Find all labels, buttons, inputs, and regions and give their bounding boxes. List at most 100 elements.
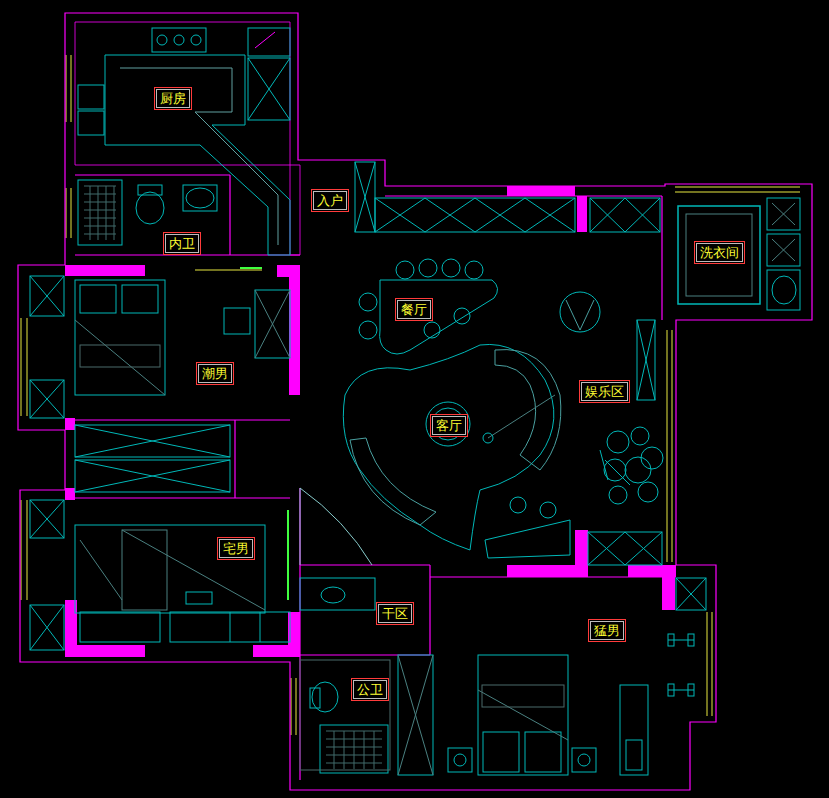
bed: [668, 684, 674, 696]
wall-line: [300, 564, 430, 565]
bed: [525, 732, 561, 772]
wall-line: [75, 419, 290, 420]
bed: [122, 530, 167, 610]
bed: [186, 592, 212, 604]
bathroom-fixture: [310, 688, 320, 708]
living-furniture: [359, 321, 377, 339]
living-furniture: [510, 497, 526, 513]
cabinet: [355, 162, 375, 232]
wall-solid: [289, 265, 300, 395]
bed: [30, 605, 64, 650]
bed: [454, 754, 466, 766]
bathroom-fixture: [320, 725, 388, 773]
bed: [30, 500, 64, 538]
bed: [398, 655, 433, 775]
wall-solid: [507, 565, 575, 577]
bathroom-fixture: [300, 660, 390, 770]
wall-solid: [65, 488, 75, 500]
bed: [578, 754, 590, 766]
cabinet: [590, 198, 660, 232]
wall-solid: [577, 196, 587, 232]
bed: [30, 276, 64, 316]
room-name: 干区: [382, 606, 408, 621]
bed: [75, 525, 265, 613]
cabinet: [590, 198, 660, 232]
laundry-fixture: [678, 206, 760, 304]
wall-line: [18, 13, 812, 790]
living-furniture: [566, 300, 594, 330]
cabinet: [637, 320, 655, 400]
door: [300, 488, 372, 565]
kitchen-furniture: [248, 28, 290, 56]
kitchen-furniture: [191, 35, 201, 45]
wall-line: [429, 565, 430, 655]
wall-solid: [65, 645, 145, 657]
bed: [122, 285, 158, 313]
room-name: 入户: [317, 193, 343, 208]
window: [66, 55, 67, 122]
door: [195, 268, 372, 600]
window: [667, 330, 668, 562]
window: [27, 500, 28, 600]
wall-line: [229, 175, 230, 255]
kitchen-furniture: [174, 35, 184, 45]
bed: [30, 276, 290, 418]
kitchen-furniture: [105, 55, 290, 255]
window: [672, 330, 673, 562]
window: [707, 612, 708, 716]
wall-line: [234, 420, 235, 498]
bed: [626, 740, 642, 770]
bathroom-fixture: [138, 185, 162, 195]
drum-kit: [625, 457, 651, 483]
laundry-fixture: [678, 198, 800, 310]
room-label: 宅男: [217, 537, 255, 560]
window: [712, 612, 713, 716]
kitchen-furniture: [78, 28, 290, 255]
wall-solid: [662, 565, 675, 610]
bed: [572, 748, 596, 772]
room-name: 餐厅: [401, 302, 427, 317]
room-label: 入户: [311, 189, 349, 212]
wall-line: [75, 497, 290, 498]
living-furniture: [359, 293, 377, 311]
laundry-fixture: [767, 270, 800, 310]
bathroom-fixture: [84, 186, 116, 240]
room-name: 内卫: [169, 236, 195, 251]
bed: [30, 380, 64, 418]
window: [675, 192, 800, 193]
kitchen-furniture: [255, 32, 275, 48]
living-furniture: [540, 502, 556, 518]
bed: [668, 640, 694, 690]
living-furniture: [495, 350, 561, 470]
wall-solid: [65, 418, 75, 430]
room-name: 公卫: [357, 682, 383, 697]
cabinet: [375, 198, 575, 232]
room-name: 客厅: [436, 418, 462, 433]
bed: [80, 612, 160, 642]
wall-line: [661, 196, 662, 320]
bathroom-fixture: [183, 185, 217, 211]
living-furniture: [454, 308, 470, 324]
room-name: 潮男: [202, 366, 228, 381]
kitchen-furniture: [78, 111, 104, 135]
living-furniture: [380, 280, 498, 354]
room-name: 宅男: [223, 541, 249, 556]
living-furniture: [442, 259, 460, 277]
bed: [478, 655, 568, 775]
bed: [688, 634, 694, 646]
room-label: 餐厅: [395, 298, 433, 321]
living-furniture: [424, 322, 440, 338]
bed: [478, 690, 568, 740]
bed: [676, 578, 706, 610]
room-label: 客厅: [430, 414, 468, 437]
bed: [80, 345, 160, 367]
room-label: 干区: [376, 602, 414, 625]
room-label: 内卫: [163, 232, 201, 255]
window: [66, 188, 67, 238]
wall-line: [75, 22, 300, 255]
bed: [75, 280, 165, 395]
wall-solid: [575, 530, 588, 577]
bed: [620, 685, 648, 775]
